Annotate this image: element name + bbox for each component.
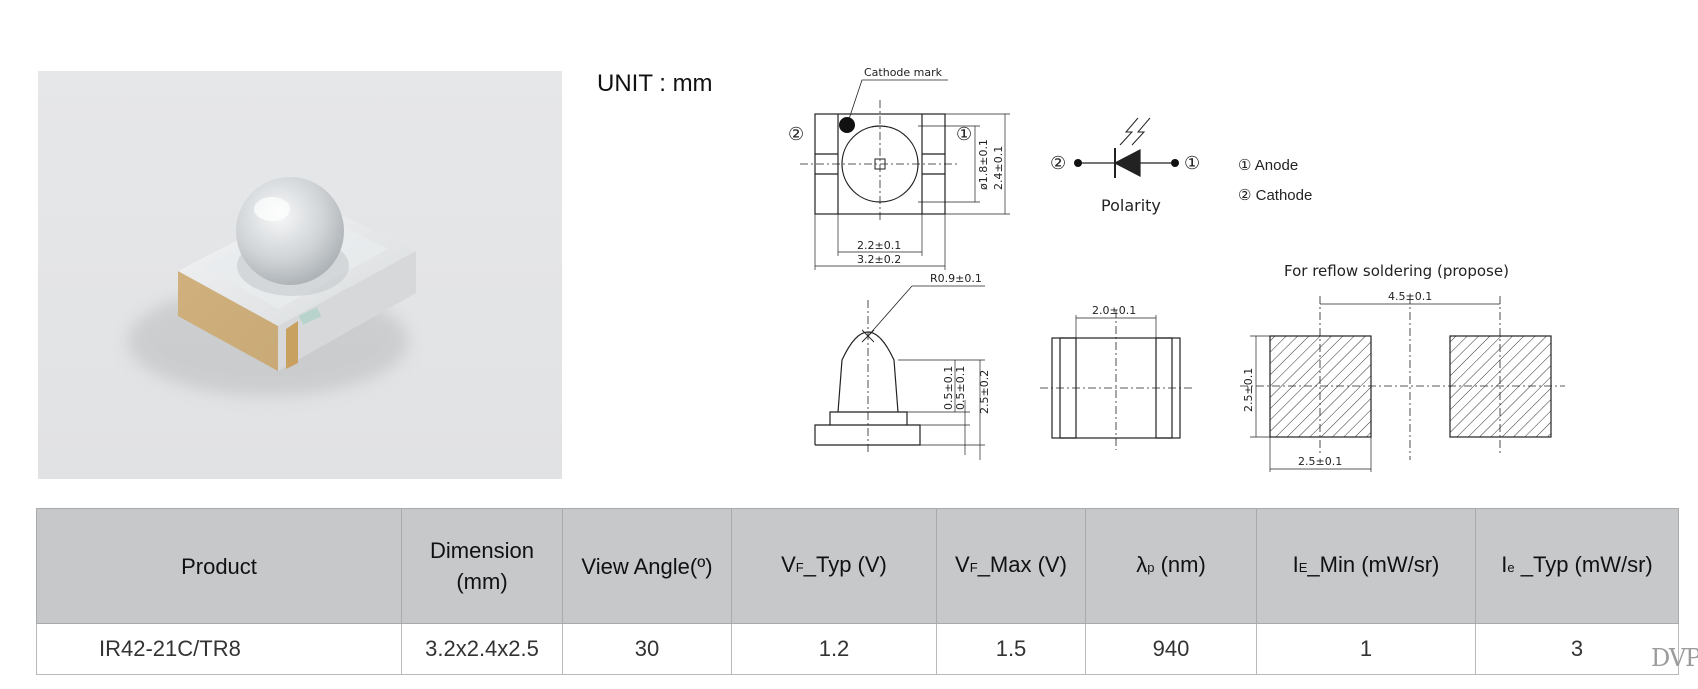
side-d2-dim: 0.5±0.1 [954,366,967,410]
watermark: DVP [1651,644,1698,672]
reflow-title: For reflow soldering (propose) [1284,262,1509,280]
cathode-mark-dot [839,117,855,133]
spec-table: Product Dimension(mm) View Angle(º) VF_T… [36,508,1679,675]
radius-dim: R0.9±0.1 [930,272,982,285]
header-dimension: Dimension(mm) [401,508,563,624]
polarity-pin2: ② [1050,153,1066,174]
reflow-pad-height-dim: 2.5±0.1 [1242,368,1255,412]
table-header-row: Product Dimension(mm) View Angle(º) VF_T… [36,508,1679,624]
side-total-dim: 2.5±0.2 [978,370,991,414]
reflow-pitch-dim: 4.5±0.1 [1388,290,1432,303]
polarity-pin1: ① [1184,153,1200,174]
reflow-pad-width-dim: 2.5±0.1 [1298,455,1342,468]
product-photo [38,71,562,479]
top-pin2-label: ② [788,124,804,145]
led-package-image [128,177,416,396]
header-ie-min: IE_Min (mW/sr) [1256,508,1476,624]
cell-product: IR42-21C/TR8 [36,623,402,675]
bottom-width-dim: 2.0±0.1 [1092,304,1136,317]
cell-vf-typ: 1.2 [731,623,937,675]
polarity-label: Polarity [1101,196,1161,215]
legend-anode: ① Anode [1238,157,1298,174]
header-wavelength: λp (nm) [1085,508,1257,624]
cell-vf-max: 1.5 [936,623,1086,675]
side-view [814,285,985,460]
top-view [800,79,1010,270]
dimension-drawing: Cathode mark ② ① ø1.8±0.1 2.4±0.1 2.2±0.… [788,66,1565,472]
top-pin1-label: ① [956,124,972,145]
unit-label: UNIT : mm [597,70,713,97]
dia-dim: ø1.8±0.1 [977,139,990,190]
height-dim: 2.4±0.1 [992,146,1005,190]
cell-dimension: 3.2x2.4x2.5 [401,623,563,675]
cell-view-angle: 30 [562,623,732,675]
cell-ie-min: 1 [1256,623,1476,675]
header-vf-typ: VF_Typ (V) [731,508,937,624]
header-product: Product [36,508,402,624]
polarity-symbol [1078,117,1175,178]
side-d1-dim: 0.5±0.1 [942,366,955,410]
cathode-mark-label: Cathode mark [864,66,943,79]
table-row: IR42-21C/TR8 3.2x2.4x2.5 30 1.2 1.5 940 … [36,623,1679,675]
header-view-angle: View Angle(º) [562,508,732,624]
width-outer-dim: 3.2±0.2 [857,253,901,266]
cell-ie-typ: 3 [1475,623,1679,675]
legend-cathode: ② Cathode [1238,187,1312,204]
header-vf-max: VF_Max (V) [936,508,1086,624]
width-inner-dim: 2.2±0.1 [857,239,901,252]
bottom-view [1040,310,1195,450]
cell-wavelength: 940 [1085,623,1257,675]
reflow-pads [1240,296,1565,472]
header-ie-typ: Ie _Typ (mW/sr) [1475,508,1679,624]
